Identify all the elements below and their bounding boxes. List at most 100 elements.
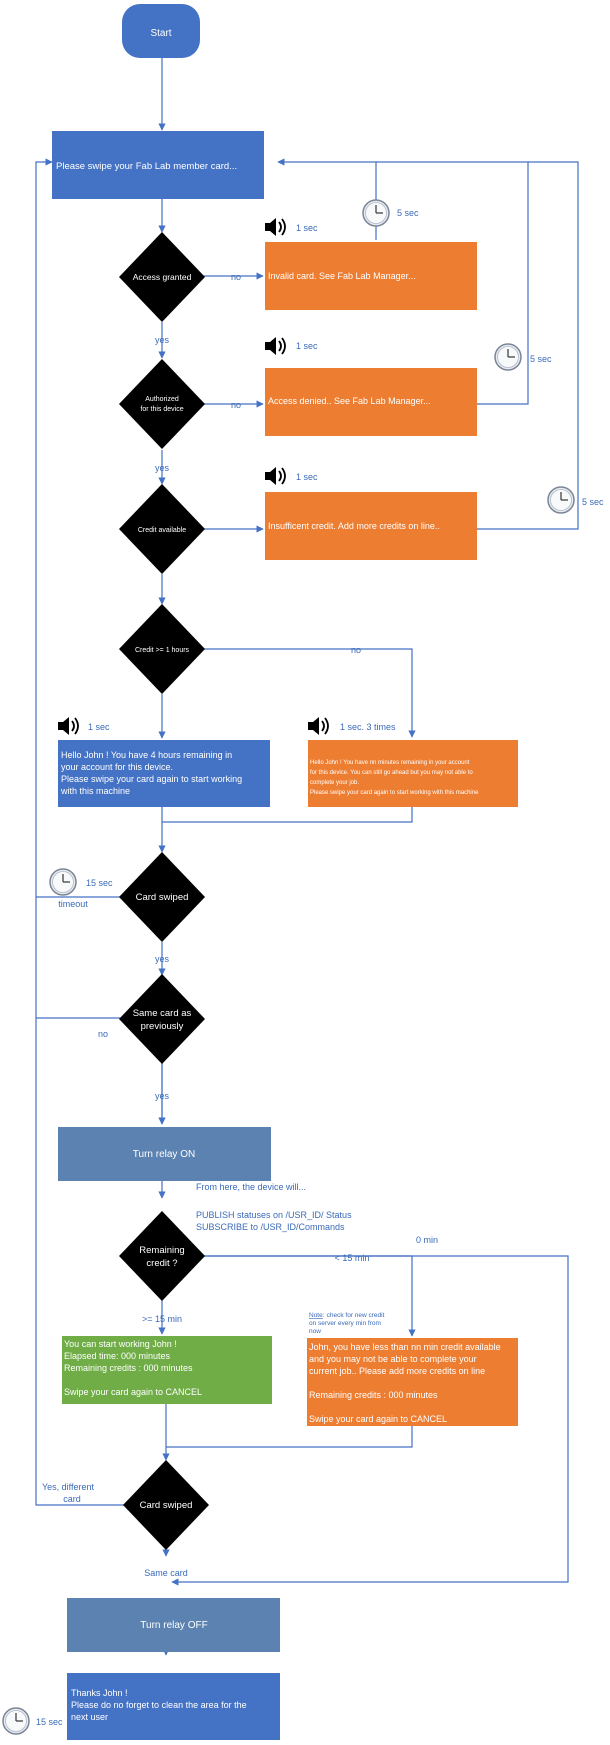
error-insufficient-box bbox=[265, 492, 477, 560]
low-credit-line: and you may not be able to complete your bbox=[309, 1354, 477, 1364]
timer-label: 15 sec bbox=[36, 1717, 63, 1727]
hello-nn-box bbox=[308, 740, 518, 807]
relay-off-text: Turn relay OFF bbox=[140, 1620, 207, 1631]
thanks-line: Please do no forget to clean the area fo… bbox=[71, 1700, 247, 1710]
decision-card-swiped-2-label: Card swiped bbox=[140, 1500, 193, 1511]
timer-label: 15 sec bbox=[86, 878, 113, 888]
connector-line bbox=[35, 158, 130, 1506]
decision-authorized-label: Authorized bbox=[145, 396, 179, 403]
label-ge-15: >= 15 min bbox=[142, 1314, 182, 1324]
timer-label: 1 sec bbox=[88, 722, 110, 732]
start-node bbox=[122, 4, 200, 58]
speaker-icon bbox=[264, 466, 286, 486]
label-yes-different: card bbox=[63, 1494, 81, 1504]
decision-same-card bbox=[119, 974, 205, 1064]
connector-line bbox=[476, 161, 579, 530]
label-no: no bbox=[351, 645, 361, 655]
note-text: : check for new credit bbox=[323, 1312, 385, 1319]
low-credit-box bbox=[307, 1338, 518, 1426]
connector-line bbox=[171, 1255, 569, 1586]
speaker-icon bbox=[57, 716, 79, 736]
working-line: Elapsed time: 000 minutes bbox=[64, 1351, 171, 1361]
label-timeout: timeout bbox=[58, 899, 88, 909]
hello-4h-line: Hello John ! You have 4 hours remaining … bbox=[61, 750, 232, 760]
timer-label: 5 sec bbox=[582, 497, 604, 507]
swipe-prompt-box bbox=[52, 131, 264, 199]
connector-line bbox=[277, 158, 377, 240]
error-denied-text: Access denied.. See Fab Lab Manager... bbox=[268, 396, 431, 406]
swipe-prompt-text: Please swipe your Fab Lab member card... bbox=[56, 161, 237, 172]
decision-card-swiped-label: Card swiped bbox=[136, 892, 189, 903]
speaker-icon bbox=[307, 716, 329, 736]
label-yes-different: Yes, different bbox=[42, 1482, 95, 1492]
decision-authorized-label: for this device bbox=[140, 406, 183, 413]
error-invalid-box bbox=[265, 242, 477, 310]
label-lt-15: < 15 min bbox=[335, 1253, 370, 1263]
note-text: now bbox=[309, 1328, 321, 1335]
hello-4h-line: Please swipe your card again to start wo… bbox=[61, 774, 242, 784]
connector-line bbox=[162, 805, 413, 823]
decision-card-swiped-2 bbox=[123, 1460, 209, 1550]
label-same-card: Same card bbox=[144, 1568, 188, 1578]
connector-line bbox=[166, 1426, 413, 1448]
note-text: on server every min from bbox=[309, 1320, 381, 1327]
hello-nn-line: for this device. You can still go ahead … bbox=[310, 770, 473, 776]
decision-credit-hours-label: Credit >= 1 hours bbox=[135, 647, 190, 654]
timer-label: 1 sec. 3 times bbox=[340, 722, 396, 732]
clock-icon bbox=[494, 343, 522, 371]
clock-icon bbox=[49, 868, 77, 896]
decision-access-granted bbox=[119, 232, 205, 322]
low-credit-line: current job.. Please add more credits on… bbox=[309, 1366, 485, 1376]
error-insufficient-text: Insufficent credit. Add more credits on … bbox=[268, 521, 440, 531]
decision-remaining-label: credit ? bbox=[146, 1258, 177, 1269]
label-yes: yes bbox=[155, 335, 170, 345]
device-note: PUBLISH statuses on /USR_ID/ Status bbox=[196, 1210, 352, 1220]
label-no: no bbox=[98, 1029, 108, 1039]
device-note: From here, the device will... bbox=[196, 1182, 306, 1192]
relay-on-box bbox=[58, 1127, 271, 1181]
label-no: no bbox=[231, 272, 241, 282]
decision-access-label: Access granted bbox=[133, 272, 192, 282]
label-no: no bbox=[231, 400, 241, 410]
timer-label: 1 sec bbox=[296, 341, 318, 351]
thanks-line: next user bbox=[71, 1712, 108, 1722]
connector-line bbox=[195, 648, 416, 738]
label-yes: yes bbox=[155, 1091, 170, 1101]
hello-nn-line: Please swipe your card again to start wo… bbox=[310, 790, 479, 796]
working-line: Swipe your card again to CANCEL bbox=[64, 1387, 202, 1397]
relay-off-box bbox=[67, 1598, 280, 1652]
decision-remaining-label: Remaining bbox=[139, 1245, 184, 1256]
decision-same-card-label: previously bbox=[141, 1021, 184, 1032]
hello-nn-line: Hello John ! You have nn minutes remaini… bbox=[310, 760, 470, 766]
speaker-icon bbox=[264, 217, 286, 237]
thanks-box bbox=[67, 1673, 280, 1740]
connector-line bbox=[376, 161, 529, 405]
clock-icon bbox=[547, 486, 575, 514]
relay-on-text: Turn relay ON bbox=[133, 1149, 195, 1160]
clock-icon bbox=[362, 199, 390, 227]
low-credit-line: Remaining credits : 000 minutes bbox=[309, 1390, 438, 1400]
decision-credit-available bbox=[119, 484, 205, 574]
clock-icon bbox=[2, 1707, 30, 1735]
error-invalid-text: Invalid card. See Fab Lab Manager... bbox=[268, 271, 416, 281]
working-box bbox=[62, 1336, 272, 1404]
working-line: You can start working John ! bbox=[64, 1339, 177, 1349]
hello-4h-line: your account for this device. bbox=[61, 762, 173, 772]
timer-label: 1 sec bbox=[296, 472, 318, 482]
error-denied-box bbox=[265, 368, 477, 436]
low-credit-line: John, you have less than nn min credit a… bbox=[309, 1342, 501, 1352]
decision-remaining-credit bbox=[119, 1211, 205, 1301]
low-credit-line: Swipe your card again to CANCEL bbox=[309, 1414, 447, 1424]
decision-credit-label: Credit available bbox=[138, 527, 186, 534]
hello-4h-line: with this machine bbox=[60, 786, 130, 796]
label-zero-min: 0 min bbox=[416, 1235, 438, 1245]
timer-label: 1 sec bbox=[296, 223, 318, 233]
thanks-line: Thanks John ! bbox=[71, 1688, 128, 1698]
hello-4h-box bbox=[58, 740, 270, 807]
working-line: Remaining credits : 000 minutes bbox=[64, 1363, 193, 1373]
decision-card-swiped bbox=[119, 852, 205, 942]
start-label: Start bbox=[150, 28, 171, 39]
timer-label: 5 sec bbox=[397, 208, 419, 218]
decision-authorized bbox=[119, 359, 205, 449]
